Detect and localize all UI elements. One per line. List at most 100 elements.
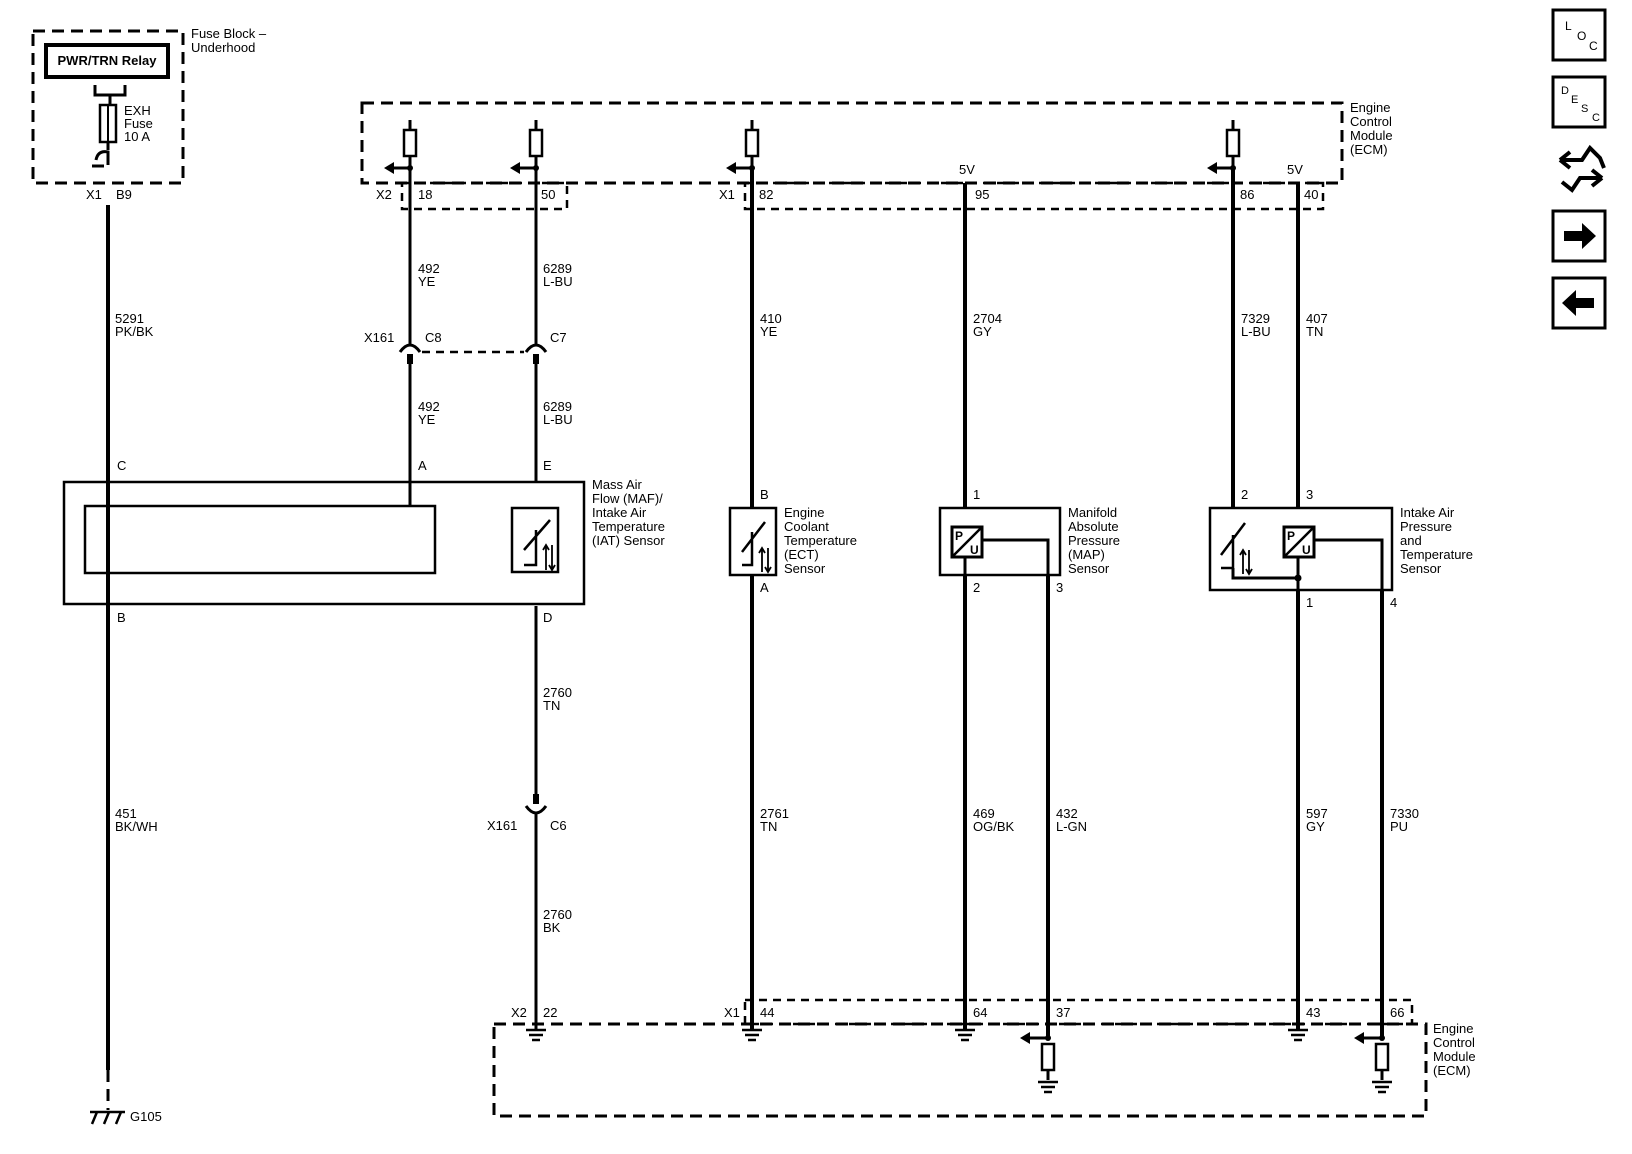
fuse-label-3: 10 A — [124, 129, 150, 144]
maf-pin-a: A — [418, 458, 427, 473]
wire-469-color: OG/BK — [973, 819, 1015, 834]
ecm-bottom-x1-connector — [743, 998, 1414, 1026]
ecm-top-pin-40: 40 — [1304, 187, 1318, 202]
ecm-ground-43 — [1288, 1028, 1308, 1042]
wire-407-color: TN — [1306, 324, 1323, 339]
connector-view-icon[interactable] — [1558, 144, 1606, 193]
wire-2760b-num: 2760 — [543, 907, 572, 922]
iapt-pin-3: 3 — [1306, 487, 1313, 502]
wire-7330-color: PU — [1390, 819, 1408, 834]
ecm-top-x2: X2 — [376, 187, 392, 202]
wire-492b-num: 492 — [418, 399, 440, 414]
ecm-bottom-pin-37: 37 — [1056, 1005, 1070, 1020]
ecm-top-5v-left: 5V — [959, 162, 975, 177]
ecm-top: Engine Control Module (ECM) X2 18 50 X1 … — [360, 100, 1393, 211]
ecm-top-pin-86: 86 — [1240, 187, 1254, 202]
ecm-bottom-x1: X1 — [724, 1005, 740, 1020]
iapt-pu-p: P — [1287, 529, 1295, 543]
fuse-block-title-2: Underhood — [191, 40, 255, 55]
map-sensor: P U 1 2 3 Manifold Absolute Pressure (MA… — [938, 487, 1120, 595]
arrow-left-icon — [1562, 290, 1594, 316]
wire-6289b-color: L-BU — [543, 412, 573, 427]
ecm-top-pullup-82 — [726, 120, 760, 174]
wire-2760b-color: BK — [543, 920, 561, 935]
wire-469-num: 469 — [973, 806, 995, 821]
ecm-bottom-label-2: Control — [1433, 1035, 1475, 1050]
wire-492b-color: YE — [418, 412, 436, 427]
maf-label-1: Mass Air — [592, 477, 643, 492]
ecm-top-outline — [360, 101, 1344, 185]
wire-432-color: L-GN — [1056, 819, 1087, 834]
fuse-block: Fuse Block – Underhood PWR/TRN Relay EXH… — [31, 26, 267, 202]
wire-2761-num: 2761 — [760, 806, 789, 821]
ecm-top-pin-95: 95 — [975, 187, 989, 202]
wire-410-color: YE — [760, 324, 778, 339]
ecm-top-pullup-86 — [1207, 120, 1241, 174]
ecm-bottom-pin-66: 66 — [1390, 1005, 1404, 1020]
ecm-bottom-label-1: Engine — [1433, 1021, 1473, 1036]
ecm-top-pullup-18 — [384, 120, 418, 174]
wire-7330-num: 7330 — [1390, 806, 1419, 821]
arrow-right-icon — [1564, 223, 1596, 249]
ecm-bottom-pin-44: 44 — [760, 1005, 774, 1020]
fuse-conn-x1: X1 — [86, 187, 102, 202]
map-label-4: (MAP) — [1068, 547, 1105, 562]
ect-thermistor-icon — [741, 521, 766, 567]
previous-page-button[interactable] — [1551, 276, 1607, 330]
inline-connector-x161-lower: X161 C6 — [487, 794, 567, 833]
wire-451-num: 451 — [115, 806, 137, 821]
wire-7329-color: L-BU — [1241, 324, 1271, 339]
fuse-label-1: EXH — [124, 103, 151, 118]
ecm-top-x1: X1 — [719, 187, 735, 202]
maf-outer-box — [62, 480, 586, 606]
relay-label: PWR/TRN Relay — [58, 53, 158, 68]
ect-label-3: Temperature — [784, 533, 857, 548]
desc-button[interactable]: D E S C — [1551, 75, 1607, 129]
maf-label-4: Temperature — [592, 519, 665, 534]
wire-2704-num: 2704 — [973, 311, 1002, 326]
loc-letter-l: L — [1565, 19, 1572, 33]
ecm-top-x1-connector — [743, 181, 1325, 211]
maf-pin-c: C — [117, 458, 126, 473]
ecm-pulldown-66 — [1354, 1032, 1392, 1094]
ecm-top-label-2: Control — [1350, 114, 1392, 129]
wire-597-color: GY — [1306, 819, 1325, 834]
ecm-bottom-x2: X2 — [511, 1005, 527, 1020]
map-pin-2: 2 — [973, 580, 980, 595]
ecm-top-pin-50: 50 — [541, 187, 555, 202]
wire-6289b-num: 6289 — [543, 399, 572, 414]
wire-451-color: BK/WH — [115, 819, 158, 834]
ecm-bottom-label-4: (ECM) — [1433, 1063, 1471, 1078]
x161-c7: C7 — [550, 330, 567, 345]
fuse-pin-b9: B9 — [116, 187, 132, 202]
iapt-pu-u: U — [1302, 543, 1311, 557]
ecm-bottom: Engine Control Module (ECM) X2 22 X1 44 … — [492, 998, 1476, 1118]
ground-g105: G105 — [90, 1109, 162, 1125]
iapt-label-1: Intake Air — [1400, 505, 1455, 520]
wire-492a-num: 492 — [418, 261, 440, 276]
ecm-bottom-label-3: Module — [1433, 1049, 1476, 1064]
ground-label: G105 — [130, 1109, 162, 1124]
ecm-top-pin-18: 18 — [418, 187, 432, 202]
ecm-top-label-1: Engine — [1350, 100, 1390, 115]
maf-label-3: Intake Air — [592, 505, 647, 520]
ecm-top-x2-connector — [400, 181, 569, 211]
next-page-button[interactable] — [1551, 209, 1607, 263]
ect-label-4: (ECT) — [784, 547, 819, 562]
x161-label-upper: X161 — [364, 330, 394, 345]
thermistor-icon — [523, 519, 551, 567]
wire-407-num: 407 — [1306, 311, 1328, 326]
loc-button[interactable]: L O C — [1551, 8, 1607, 62]
ecm-top-pullup-50 — [510, 120, 544, 174]
loc-letter-c: C — [1589, 39, 1598, 53]
wire-410-num: 410 — [760, 311, 782, 326]
wire-7329-num: 7329 — [1241, 311, 1270, 326]
maf-iat-sensor: C A E B D Mass Air Flow (MAF)/ Intake Ai… — [62, 458, 665, 625]
ect-label-2: Coolant — [784, 519, 829, 534]
wire-2704-color: GY — [973, 324, 992, 339]
iapt-pin-4: 4 — [1390, 595, 1397, 610]
fuse-terminal — [92, 142, 110, 168]
map-pin-1: 1 — [973, 487, 980, 502]
ect-label-5: Sensor — [784, 561, 826, 576]
